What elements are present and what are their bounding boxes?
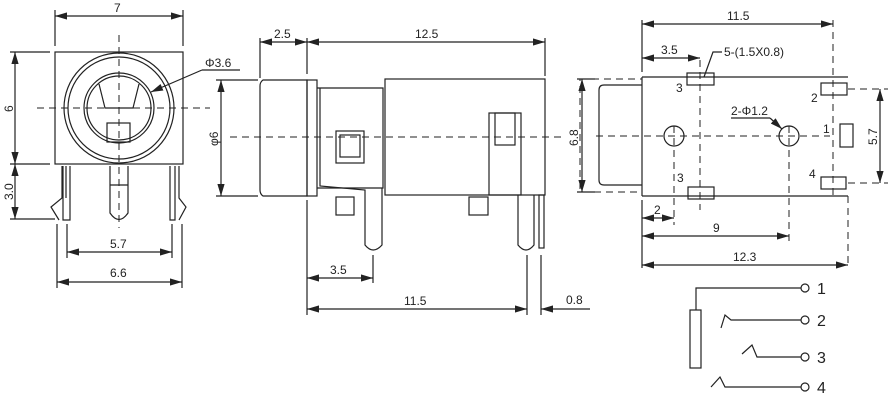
hole-spec: 2-Φ1.2: [731, 104, 768, 118]
dim-barrel-length: 2.5: [274, 27, 291, 41]
pad-label: 1: [823, 122, 830, 136]
dim-barrel-diameter: φ6: [207, 131, 221, 146]
dim-bore: Φ3.6: [205, 56, 232, 70]
pad-label: 4: [809, 167, 816, 181]
dim-pin-thickness: 0.8: [566, 293, 583, 307]
dim-length: 11.5: [727, 9, 750, 23]
dim-pin-height: 3.0: [2, 183, 16, 200]
front-view: 7 6 3.0 5.7 6.6 Φ3.6: [2, 1, 240, 288]
pad-label: 3: [676, 81, 683, 95]
dim-pin-span-outer: 6.6: [110, 266, 127, 280]
dim-height: 6: [2, 105, 16, 112]
dim-width: 7: [114, 1, 121, 15]
pad-spec: 5-(1.5X0.8): [724, 45, 784, 59]
dim-overall: 12.3: [733, 250, 757, 264]
pad-label: 3: [677, 171, 684, 185]
dim-body-length: 12.5: [415, 27, 439, 41]
dim-body-height: 6.8: [567, 129, 581, 146]
pin-3-label: 3: [817, 350, 826, 367]
dim-pad-offset: 3.5: [661, 43, 678, 57]
dim-pin-span-inner: 5.7: [110, 237, 127, 251]
pin-4-label: 4: [817, 380, 826, 397]
dim-pad-span: 5.7: [866, 128, 880, 145]
pad-label: 2: [811, 91, 818, 105]
dim-pin-span: 11.5: [404, 294, 427, 308]
pin-schematic: 1 2 3 4: [689, 281, 826, 397]
side-view: 2.5 12.5 φ6 6.8 3.5 11.5 0.8: [207, 27, 595, 315]
pin-2-label: 2: [817, 313, 826, 330]
pin-1-label: 1: [817, 281, 826, 298]
dim-hole1: 2: [654, 203, 661, 217]
bottom-view: 11.5 3.5 5-(1.5X0.8) 2-Φ1.2 3 2 1 3 4 2 …: [579, 9, 888, 269]
dim-pin1-offset: 3.5: [330, 263, 347, 277]
dim-hole2: 9: [713, 221, 720, 235]
